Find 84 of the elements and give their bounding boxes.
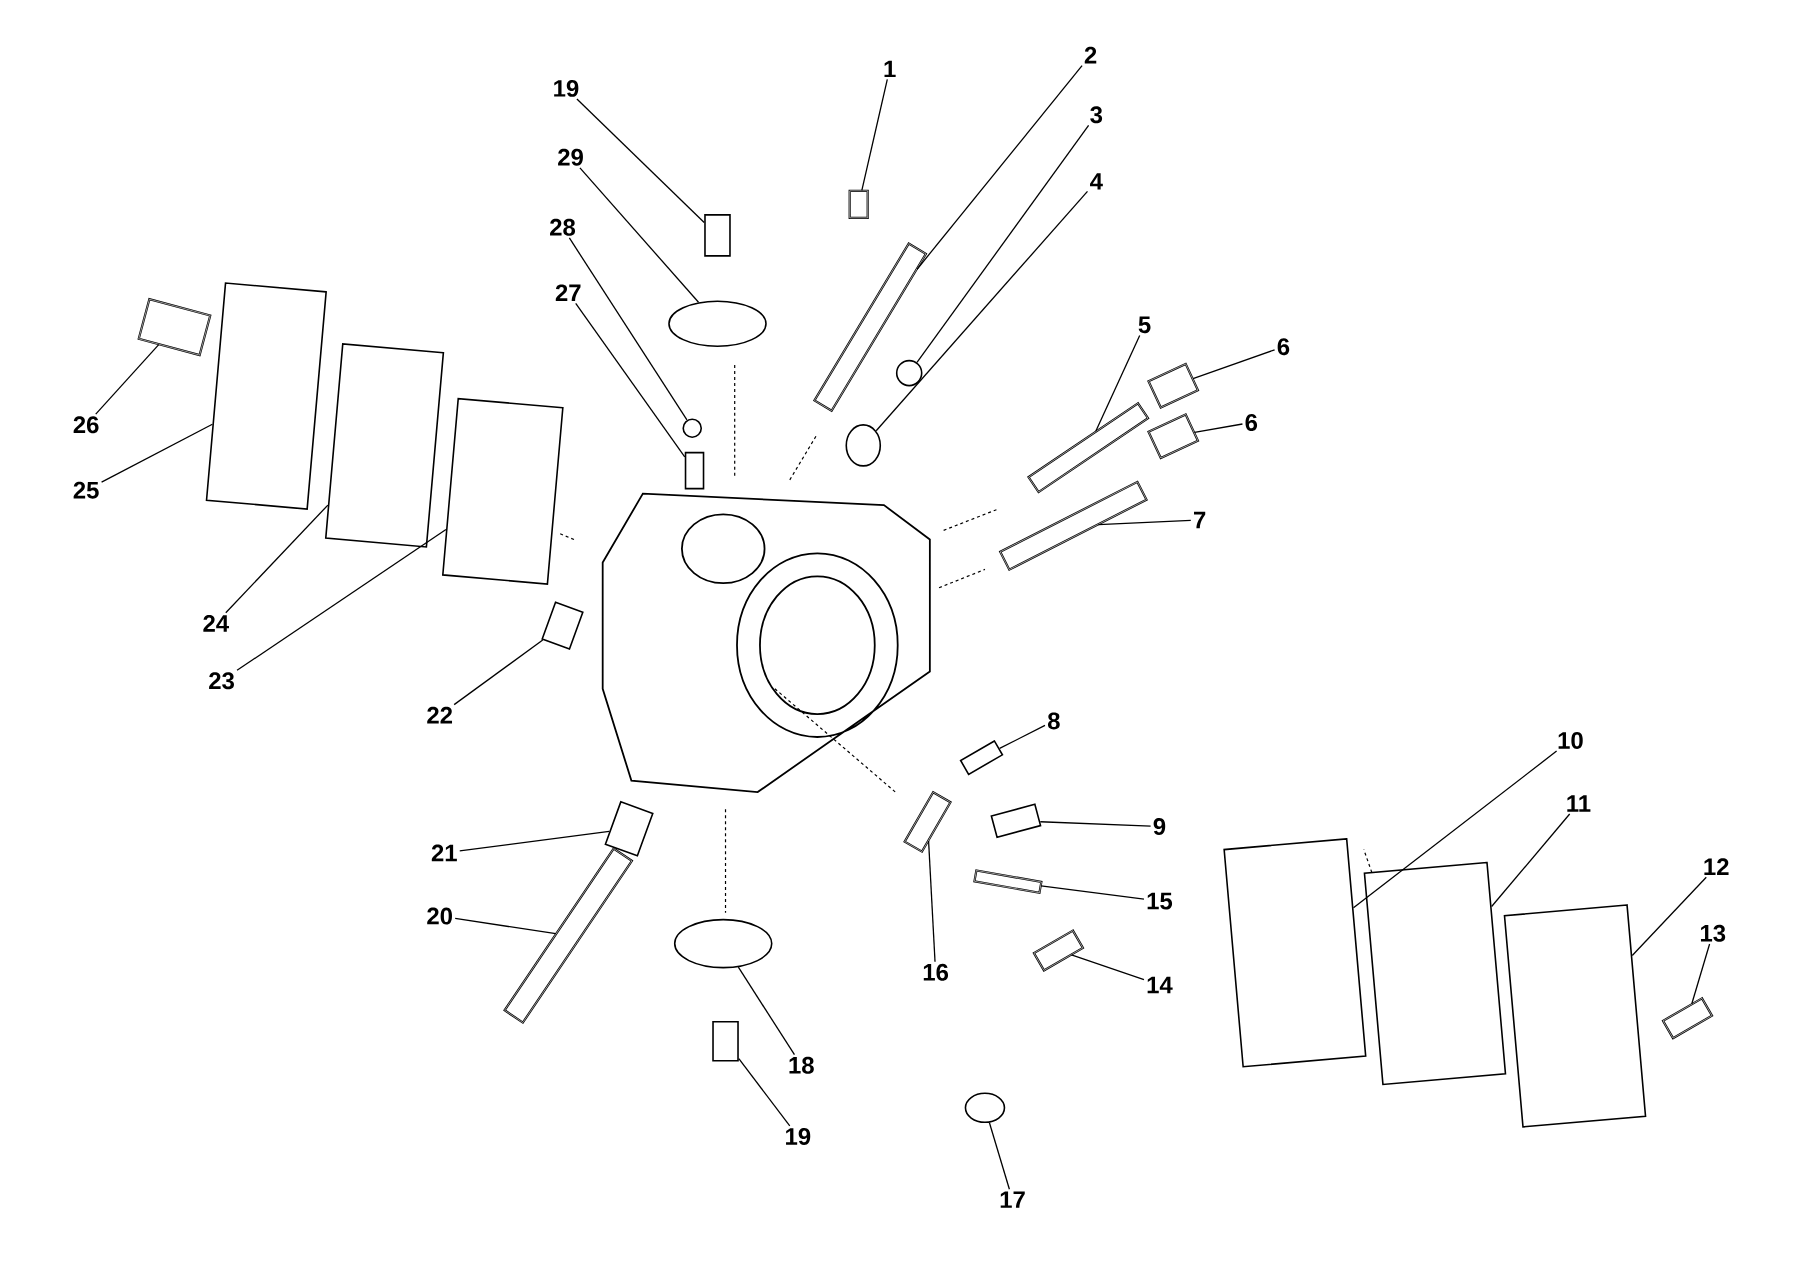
callout-number: 12 (1704, 858, 1729, 876)
leader-line (568, 237, 688, 421)
callout-number: 17 (1000, 1191, 1025, 1208)
leader-line (738, 1058, 791, 1127)
leader-line (1192, 349, 1276, 380)
leader-line (988, 1122, 1011, 1190)
part-drawing (1363, 861, 1507, 1086)
part-drawing (324, 343, 445, 548)
callout-number: 25 (73, 481, 99, 499)
callout-number: 14 (1147, 976, 1173, 994)
part-drawing (668, 300, 767, 348)
leader-line (453, 639, 544, 706)
leader-line (916, 65, 1083, 270)
leader-line (861, 78, 888, 192)
leader-line (1097, 519, 1192, 526)
leader-line (875, 190, 1089, 432)
part-drawing (964, 1092, 1006, 1124)
part-drawing (1503, 904, 1647, 1128)
leader-line (1040, 885, 1145, 900)
part-drawing (848, 189, 869, 219)
callout-number: 15 (1147, 892, 1173, 910)
leader-line (1070, 954, 1145, 981)
callout-number: 6 (1277, 338, 1290, 356)
leader-line (1095, 334, 1141, 432)
leader-line (454, 917, 557, 935)
callout-number: 2 (1084, 46, 1097, 64)
part-drawing (990, 803, 1042, 839)
callout-number: 23 (209, 672, 234, 690)
part-drawing (998, 480, 1148, 572)
callout-number: 29 (558, 148, 583, 166)
leader-line (916, 124, 1090, 363)
part-drawing (895, 359, 923, 387)
leader-line (459, 830, 610, 852)
part-drawing (205, 282, 327, 510)
leader-line (236, 528, 447, 671)
callout-number: 19 (554, 79, 579, 97)
leader-line (1039, 821, 1152, 827)
callout-number: 3 (1090, 106, 1103, 124)
callout-number: 6 (1245, 414, 1258, 431)
part-drawing (541, 601, 584, 650)
part-drawing (704, 214, 731, 257)
part-drawing (973, 869, 1043, 895)
part-drawing (684, 451, 705, 490)
callout-number: 1 (884, 60, 896, 78)
callout-number: 21 (431, 844, 457, 862)
part-drawing (673, 918, 773, 969)
leader-line (1691, 943, 1711, 1005)
callout-number: 11 (1567, 795, 1591, 812)
callout-number: 22 (427, 706, 452, 724)
leader-line (579, 167, 700, 303)
leader-line (737, 966, 796, 1056)
leader-line (1631, 876, 1707, 957)
part-drawing (845, 424, 882, 467)
leader-line (927, 840, 936, 963)
callout-number: 7 (1194, 511, 1206, 529)
leader-line (1352, 750, 1558, 909)
callout-number: 10 (1558, 732, 1583, 749)
part-drawing (1223, 838, 1367, 1068)
leader-line (999, 724, 1046, 750)
part-drawing (712, 1020, 739, 1062)
callout-number: 9 (1153, 818, 1166, 836)
callout-number: 13 (1700, 924, 1726, 942)
leader-line (95, 343, 160, 415)
part-drawing (1147, 413, 1200, 460)
leader-line (1193, 423, 1244, 434)
callout-number: 28 (550, 218, 576, 236)
callout-number: 5 (1138, 316, 1151, 334)
callout-number: 4 (1090, 173, 1103, 190)
part-drawing (137, 297, 212, 357)
callout-number: 16 (923, 963, 949, 981)
callout-number: 8 (1047, 712, 1060, 730)
part-drawing (682, 418, 703, 438)
callout-number: 20 (427, 907, 452, 925)
part-drawing (604, 800, 654, 857)
callout-number: 27 (555, 284, 581, 302)
callout-number: 26 (73, 416, 99, 434)
part-drawing (1147, 362, 1200, 409)
callout-number: 18 (789, 1056, 814, 1074)
leader-line (575, 302, 686, 458)
leader-line (100, 423, 214, 483)
callout-number: 19 (786, 1128, 811, 1145)
leader-line (576, 98, 705, 224)
part-drawing (441, 397, 564, 585)
callout-number: 24 (203, 615, 229, 632)
